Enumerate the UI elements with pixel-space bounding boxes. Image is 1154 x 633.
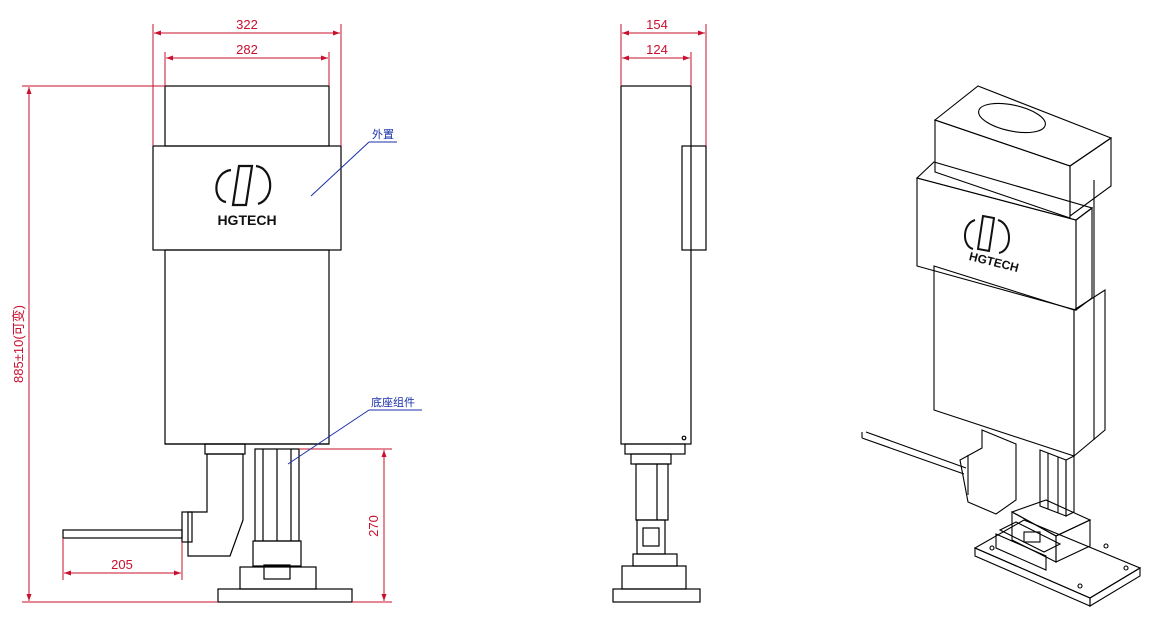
iso-brand-name: HGTECH xyxy=(968,249,1021,275)
callout-leaders xyxy=(287,141,422,465)
side-body xyxy=(620,85,692,445)
callout-cover: 外置 xyxy=(372,128,394,141)
iso-top-opening xyxy=(978,102,1046,134)
side-base-plate xyxy=(612,588,701,603)
iso-arm xyxy=(865,431,967,469)
extension-arm xyxy=(62,529,183,539)
side-slide xyxy=(636,519,666,555)
iso-top-face xyxy=(933,85,1113,167)
iso-bracket xyxy=(959,429,1017,515)
dim-322: 322 xyxy=(236,17,258,32)
iso-brand-logo: HGTECH xyxy=(964,214,1021,275)
callout-base-assembly: 底座组件 xyxy=(371,395,415,409)
iso-view xyxy=(861,85,1142,607)
iso-cover-front xyxy=(916,177,1077,311)
brand-name: HGTECH xyxy=(217,212,276,228)
dim-205: 205 xyxy=(111,557,133,572)
brand-logo: HGTECH xyxy=(215,164,277,228)
dim-282: 282 xyxy=(236,42,258,57)
dim-270: 270 xyxy=(366,515,381,537)
dim-124: 124 xyxy=(646,42,668,57)
dim-total-height: 885±10(可变) xyxy=(11,305,26,383)
side-cover xyxy=(681,145,707,251)
base-block xyxy=(239,566,317,590)
side-column xyxy=(630,453,672,465)
arm-clamp xyxy=(181,511,193,543)
side-base-block xyxy=(621,565,687,590)
base-plate xyxy=(217,588,353,603)
column-body xyxy=(164,249,330,445)
iso-guide xyxy=(1039,449,1067,517)
side-dimensions xyxy=(620,24,707,146)
angled-bracket xyxy=(187,453,244,557)
bracket-plate xyxy=(204,443,246,455)
front-view xyxy=(62,85,353,603)
iso-body-front xyxy=(933,265,1075,457)
top-box xyxy=(164,85,330,147)
front-dimensions xyxy=(22,24,392,603)
side-view xyxy=(612,85,707,603)
dim-154: 154 xyxy=(646,17,668,32)
slide-block xyxy=(252,540,302,567)
